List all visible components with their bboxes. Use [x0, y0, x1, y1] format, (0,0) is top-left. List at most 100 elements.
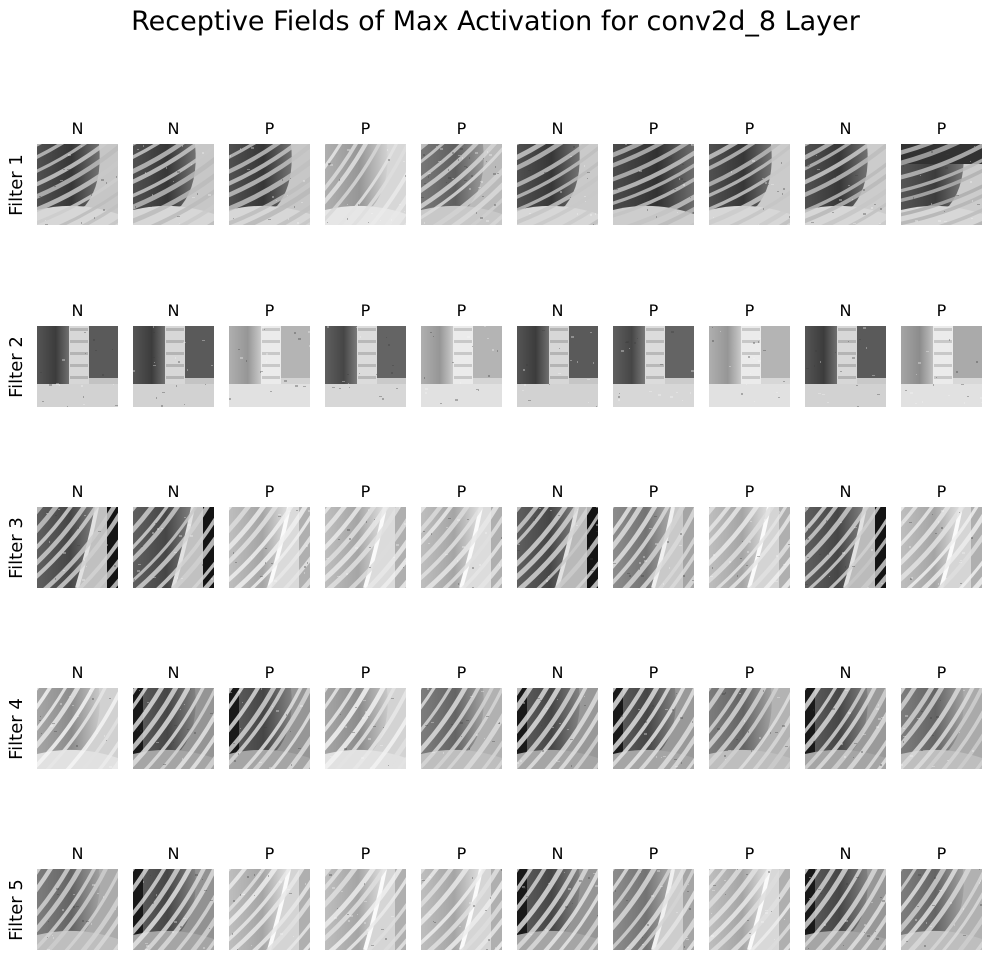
class-label: P — [648, 119, 659, 138]
class-label: P — [456, 119, 467, 138]
receptive-field-thumbnail — [229, 507, 310, 588]
class-label: N — [551, 663, 564, 682]
class-label: N — [71, 119, 84, 138]
class-label: P — [456, 844, 467, 863]
class-label: P — [744, 301, 755, 320]
class-label: N — [551, 119, 564, 138]
receptive-field-thumbnail — [709, 869, 790, 950]
class-label: P — [360, 301, 371, 320]
class-label: N — [839, 663, 852, 682]
class-label: P — [936, 482, 947, 501]
receptive-field-thumbnail — [805, 869, 886, 950]
receptive-field-thumbnail — [613, 326, 694, 407]
class-label: N — [71, 844, 84, 863]
receptive-field-thumbnail — [421, 326, 502, 407]
class-label: P — [264, 482, 275, 501]
receptive-field-thumbnail — [613, 688, 694, 769]
receptive-field-thumbnail — [325, 144, 406, 225]
receptive-field-thumbnail — [37, 144, 118, 225]
class-label: P — [648, 482, 659, 501]
class-label: P — [744, 119, 755, 138]
class-label: P — [456, 482, 467, 501]
row-label-filter-4: Filter 4 — [6, 697, 27, 760]
receptive-field-thumbnail — [229, 144, 310, 225]
class-label: P — [264, 301, 275, 320]
class-label: P — [264, 663, 275, 682]
receptive-field-thumbnail — [421, 688, 502, 769]
receptive-field-thumbnail — [421, 507, 502, 588]
class-label: N — [167, 482, 180, 501]
receptive-field-thumbnail — [325, 688, 406, 769]
class-label: N — [167, 663, 180, 682]
receptive-field-thumbnail — [901, 688, 982, 769]
receptive-field-thumbnail — [133, 144, 214, 225]
receptive-field-thumbnail — [37, 688, 118, 769]
class-label: P — [360, 663, 371, 682]
row-label-filter-2: Filter 2 — [6, 335, 27, 398]
receptive-field-thumbnail — [229, 326, 310, 407]
class-label: N — [551, 301, 564, 320]
class-label: P — [936, 119, 947, 138]
receptive-field-thumbnail — [517, 507, 598, 588]
receptive-field-thumbnail — [613, 507, 694, 588]
receptive-field-thumbnail — [805, 144, 886, 225]
class-label: P — [360, 482, 371, 501]
class-label: N — [839, 844, 852, 863]
class-label: N — [551, 844, 564, 863]
class-label: N — [839, 482, 852, 501]
class-label: P — [648, 301, 659, 320]
receptive-field-thumbnail — [325, 507, 406, 588]
class-label: N — [839, 301, 852, 320]
receptive-field-thumbnail — [709, 507, 790, 588]
class-label: N — [839, 119, 852, 138]
receptive-field-thumbnail — [133, 869, 214, 950]
class-label: P — [360, 119, 371, 138]
class-label: P — [936, 844, 947, 863]
class-label: P — [744, 663, 755, 682]
class-label: P — [360, 844, 371, 863]
class-label: P — [264, 119, 275, 138]
row-label-filter-3: Filter 3 — [6, 516, 27, 579]
receptive-field-thumbnail — [229, 869, 310, 950]
class-label: P — [936, 663, 947, 682]
receptive-field-thumbnail — [613, 144, 694, 225]
receptive-field-thumbnail — [901, 507, 982, 588]
class-label: N — [167, 301, 180, 320]
class-label: N — [71, 663, 84, 682]
row-label-filter-1: Filter 1 — [6, 153, 27, 216]
receptive-field-thumbnail — [805, 688, 886, 769]
receptive-field-thumbnail — [517, 869, 598, 950]
class-label: P — [456, 301, 467, 320]
receptive-field-thumbnail — [613, 869, 694, 950]
receptive-field-thumbnail — [517, 326, 598, 407]
receptive-field-thumbnail — [229, 688, 310, 769]
receptive-field-thumbnail — [517, 144, 598, 225]
class-label: P — [264, 844, 275, 863]
receptive-field-thumbnail — [37, 507, 118, 588]
class-label: P — [456, 663, 467, 682]
receptive-field-thumbnail — [901, 326, 982, 407]
receptive-field-thumbnail — [805, 507, 886, 588]
receptive-field-thumbnail — [517, 688, 598, 769]
receptive-field-thumbnail — [133, 688, 214, 769]
receptive-field-thumbnail — [325, 869, 406, 950]
class-label: P — [744, 482, 755, 501]
class-label: N — [71, 482, 84, 501]
class-label: P — [648, 844, 659, 863]
receptive-field-thumbnail — [325, 326, 406, 407]
receptive-field-thumbnail — [901, 869, 982, 950]
receptive-field-thumbnail — [901, 144, 982, 225]
class-label: N — [71, 301, 84, 320]
class-label: N — [551, 482, 564, 501]
receptive-field-thumbnail — [37, 326, 118, 407]
receptive-field-thumbnail — [805, 326, 886, 407]
class-label: N — [167, 119, 180, 138]
receptive-field-thumbnail — [133, 507, 214, 588]
row-label-filter-5: Filter 5 — [6, 878, 27, 941]
figure-title: Receptive Fields of Max Activation for c… — [131, 6, 860, 37]
class-label: N — [167, 844, 180, 863]
receptive-field-thumbnail — [709, 326, 790, 407]
receptive-field-thumbnail — [133, 326, 214, 407]
class-label: P — [936, 301, 947, 320]
receptive-field-thumbnail — [421, 869, 502, 950]
